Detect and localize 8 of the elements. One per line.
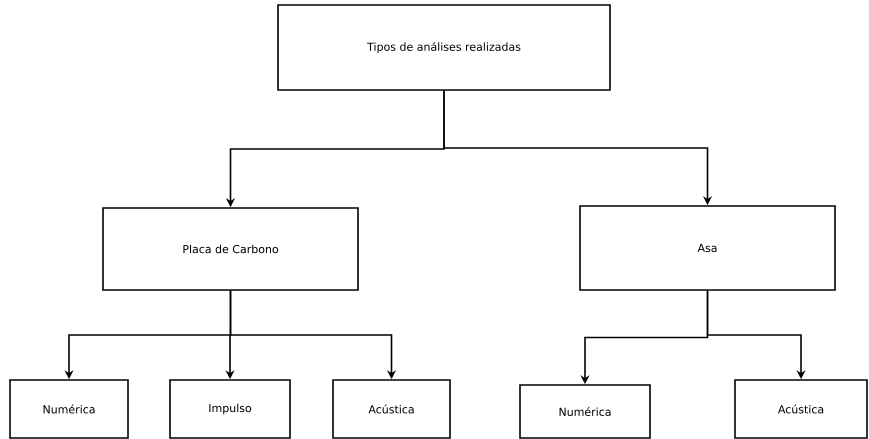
box: Asa (579, 205, 836, 291)
box: Impulso (169, 379, 291, 439)
box: Numérica (9, 379, 129, 439)
box: Numérica (519, 384, 651, 439)
box: Acústica (734, 379, 868, 439)
box: Acústica (332, 379, 451, 439)
box: Tipos de análises realizadas (277, 4, 611, 91)
box: Placa de Carbono (102, 207, 359, 291)
